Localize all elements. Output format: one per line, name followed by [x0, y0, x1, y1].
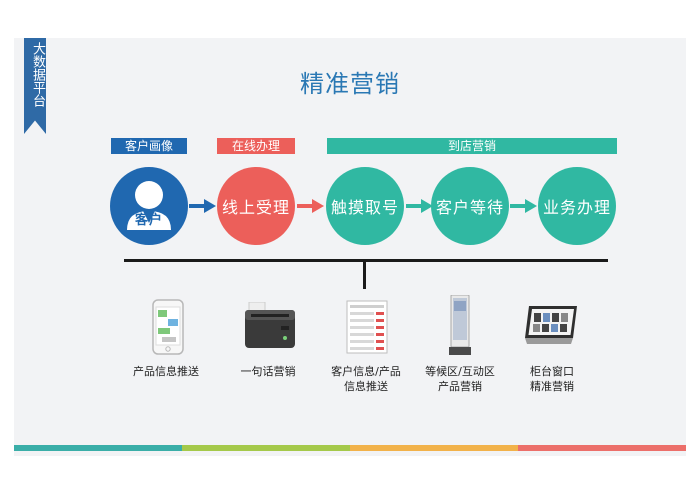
tablet-icon: [525, 306, 577, 344]
tag-in-store-marketing: 到店营销: [327, 138, 617, 154]
device-label-waiting-area-marketing: 等候区/互动区 产品营销: [405, 364, 515, 394]
footer-bar-teal: [14, 445, 182, 451]
slide-background: [14, 38, 686, 456]
device-label-line: 产品信息推送: [133, 365, 199, 378]
arrow-icon: [189, 199, 216, 213]
kiosk-display-icon: [449, 295, 471, 355]
footer-bar-red: [518, 445, 686, 451]
receipt-printer-icon: [245, 302, 295, 348]
device-label-line: 精准营销: [530, 380, 574, 393]
footer-bar-orange: [350, 445, 518, 451]
device-label-line: 客户信息/产品: [331, 365, 401, 378]
document-list-icon: [346, 300, 388, 354]
device-label-customer-info-push: 客户信息/产品 信息推送: [311, 364, 421, 394]
arrow-icon: [406, 199, 433, 213]
arrow-icon: [297, 199, 324, 213]
page-title: 精准营销: [300, 70, 400, 98]
customer-avatar-icon: [127, 181, 171, 230]
smartphone-icon: [152, 299, 184, 355]
step-touch-queue-ticket: 触摸取号: [326, 167, 404, 245]
tag-customer-profile: 客户画像: [111, 138, 187, 154]
connector-vertical: [363, 259, 366, 289]
step-customer: 客户: [110, 167, 188, 245]
device-label-product-info-push: 产品信息推送: [111, 364, 221, 379]
step-customer-waiting: 客户等待: [431, 167, 509, 245]
arrow-icon: [510, 199, 537, 213]
device-label-line: 一句话营销: [240, 365, 296, 378]
step-customer-label: 客户: [134, 212, 163, 228]
device-label-counter-marketing: 柜台窗口 精准营销: [497, 364, 607, 394]
device-label-line: 产品营销: [438, 380, 482, 393]
device-label-line: 等候区/互动区: [425, 365, 495, 378]
connector-horizontal: [124, 259, 608, 262]
tag-online-processing: 在线办理: [217, 138, 295, 154]
device-label-one-sentence-marketing: 一句话营销: [213, 364, 323, 379]
device-label-line: 信息推送: [344, 380, 388, 393]
device-label-line: 柜台窗口: [530, 365, 574, 378]
step-online-accept: 线上受理: [217, 167, 295, 245]
platform-ribbon: 大数据平台: [24, 38, 46, 134]
step-business-handling: 业务办理: [538, 167, 616, 245]
platform-label: 大数据平台: [30, 42, 45, 107]
footer-bar-green: [182, 445, 350, 451]
